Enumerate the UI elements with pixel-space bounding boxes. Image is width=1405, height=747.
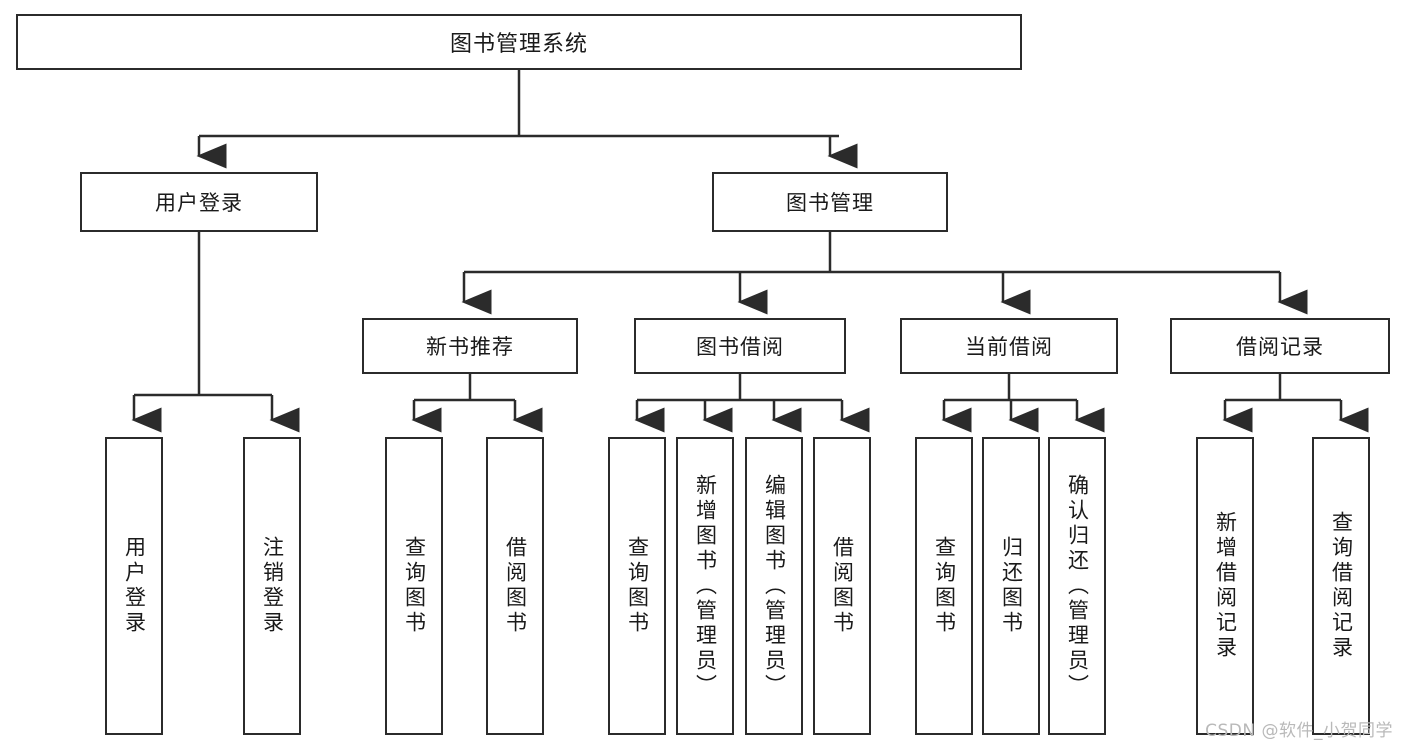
leaf-query-borrow-record-label: 查询借阅记录	[1329, 511, 1354, 661]
node-book-management[interactable]: 图书管理	[712, 172, 948, 232]
leaf-query-book-recommend-label: 查询图书	[402, 536, 427, 636]
node-root[interactable]: 图书管理系统	[16, 14, 1022, 70]
leaf-confirm-return-admin[interactable]: 确认归还（管理员）	[1048, 437, 1106, 735]
leaf-query-book-borrow[interactable]: 查询图书	[608, 437, 666, 735]
leaf-query-book-borrow-label: 查询图书	[625, 536, 650, 636]
leaf-query-borrow-record[interactable]: 查询借阅记录	[1312, 437, 1370, 735]
leaf-return-book[interactable]: 归还图书	[982, 437, 1040, 735]
leaf-logout[interactable]: 注销登录	[243, 437, 301, 735]
leaf-borrow-book-label: 借阅图书	[830, 536, 855, 636]
leaf-add-book-admin[interactable]: 新增图书（管理员）	[676, 437, 734, 735]
node-book-management-label: 图书管理	[786, 191, 874, 215]
node-borrow-record[interactable]: 借阅记录	[1170, 318, 1390, 374]
node-borrow-record-label: 借阅记录	[1236, 335, 1324, 359]
leaf-borrow-book-recommend-label: 借阅图书	[503, 536, 528, 636]
node-book-borrow[interactable]: 图书借阅	[634, 318, 846, 374]
node-book-borrow-label: 图书借阅	[696, 335, 784, 359]
leaf-add-borrow-record[interactable]: 新增借阅记录	[1196, 437, 1254, 735]
leaf-edit-book-admin-label: 编辑图书（管理员）	[762, 473, 787, 699]
leaf-logout-label: 注销登录	[260, 536, 285, 636]
leaf-borrow-book[interactable]: 借阅图书	[813, 437, 871, 735]
node-root-label: 图书管理系统	[449, 32, 588, 57]
leaf-borrow-book-recommend[interactable]: 借阅图书	[486, 437, 544, 735]
leaf-confirm-return-admin-label: 确认归还（管理员）	[1065, 473, 1090, 699]
node-current-borrow[interactable]: 当前借阅	[900, 318, 1118, 374]
node-user-login[interactable]: 用户登录	[80, 172, 318, 232]
node-new-book-recommend-label: 新书推荐	[426, 335, 514, 359]
leaf-user-login[interactable]: 用户登录	[105, 437, 163, 735]
leaf-add-book-admin-label: 新增图书（管理员）	[693, 473, 718, 699]
leaf-edit-book-admin[interactable]: 编辑图书（管理员）	[745, 437, 803, 735]
leaf-query-book-current-label: 查询图书	[932, 536, 957, 636]
node-user-login-label: 用户登录	[155, 191, 243, 215]
leaf-add-borrow-record-label: 新增借阅记录	[1213, 511, 1238, 661]
leaf-user-login-label: 用户登录	[122, 536, 147, 636]
leaf-return-book-label: 归还图书	[999, 536, 1024, 636]
leaf-query-book-current[interactable]: 查询图书	[915, 437, 973, 735]
watermark-text: CSDN @软件_小贺同学	[1205, 721, 1393, 741]
node-new-book-recommend[interactable]: 新书推荐	[362, 318, 578, 374]
node-current-borrow-label: 当前借阅	[965, 335, 1053, 359]
leaf-query-book-recommend[interactable]: 查询图书	[385, 437, 443, 735]
